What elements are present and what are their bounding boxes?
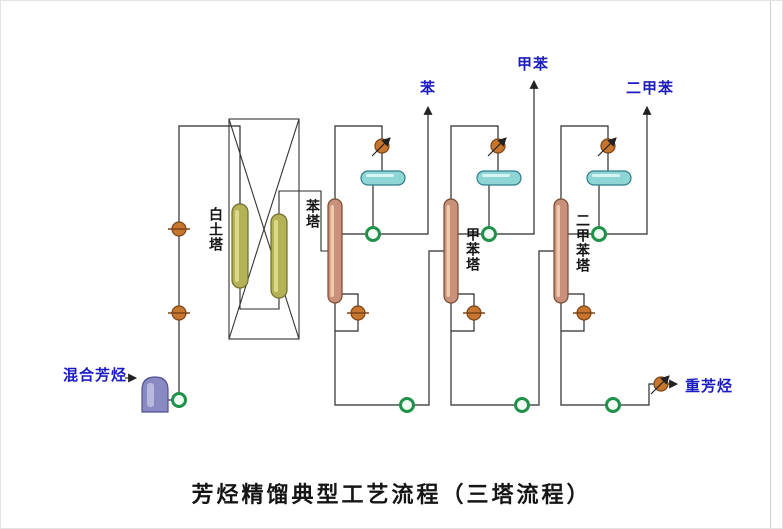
xylene-overhead-control-valve-icon xyxy=(597,137,617,157)
toluene-reboiler-icon xyxy=(463,305,485,321)
clay-tower-label: 白土塔 xyxy=(208,207,224,252)
pipe-feed-riser xyxy=(178,125,241,394)
feed-hopper-vessel xyxy=(141,376,169,413)
toluene-column-vessel xyxy=(443,198,459,304)
toluene-reflux-pump-icon xyxy=(481,226,497,242)
benzene-reboiler-icon xyxy=(347,305,369,321)
toluene-tower-label: 甲苯塔 xyxy=(465,227,481,272)
heavy-aromatics-stream-label: 重芳烃 xyxy=(685,378,734,395)
xylene-tower-label: 二甲苯塔 xyxy=(575,213,591,273)
xylene-drum-highlight xyxy=(592,174,620,177)
feed-preheater-2-icon xyxy=(168,305,190,321)
pipe-benzene-product xyxy=(379,105,433,235)
xylene-reflux-pump-icon xyxy=(591,226,607,242)
toluene-column-highlight xyxy=(446,205,450,297)
benzene-bottoms-pump-icon xyxy=(399,397,415,413)
feed-preheater-1-icon xyxy=(168,221,190,237)
toluene-bottoms-pump-icon xyxy=(514,397,530,413)
pipe-toluene-bottoms-to-xylene xyxy=(528,250,554,406)
pipe-heavy-aromatics-out xyxy=(619,379,679,406)
clay-tower-vessel-1-highlight xyxy=(235,210,239,282)
xylene-bottoms-pump-icon xyxy=(605,397,621,413)
pipe-toluene-product xyxy=(495,79,539,235)
page-edge-line xyxy=(770,1,771,528)
pipe-benzene-overhead xyxy=(334,125,383,199)
toluene-stream-label: 甲苯 xyxy=(517,56,550,73)
benzene-drum-highlight xyxy=(366,174,394,177)
benzene-condenser-drum xyxy=(360,170,406,186)
xylene-stream-label: 二甲苯 xyxy=(626,80,675,97)
pipe-clay-outlet-to-benzene-tower xyxy=(278,190,328,252)
benzene-tower-label: 苯塔 xyxy=(305,199,321,229)
clay-tower-vessel-1 xyxy=(231,203,249,289)
pipe-xylene-overhead xyxy=(560,125,609,199)
pipe-benzene-bottoms xyxy=(334,303,401,406)
control-valves xyxy=(371,137,670,395)
benzene-overhead-control-valve-icon xyxy=(371,137,391,157)
xylene-reboiler-icon xyxy=(573,305,595,321)
feed-stream-label: 混合芳烃 xyxy=(63,367,128,384)
feed-pump-icon xyxy=(171,392,187,408)
diagram-title: 芳烃精馏典型工艺流程（三塔流程） xyxy=(191,482,592,507)
pipe-clay-vessel-link xyxy=(239,288,280,310)
pipe-toluene-overhead xyxy=(450,125,499,199)
clay-tower-enclosure-box xyxy=(228,118,300,340)
pumps xyxy=(171,226,621,413)
benzene-stream-label: 苯 xyxy=(420,80,437,97)
clay-tower-unit xyxy=(228,118,328,340)
toluene-drum-highlight xyxy=(482,174,510,177)
benzene-reflux-pump-icon xyxy=(365,226,381,242)
benzene-column-highlight xyxy=(330,205,334,297)
pipe-benzene-bottoms-to-toluene xyxy=(413,250,444,406)
clay-tower-vessel-2 xyxy=(270,213,288,299)
heat-exchangers xyxy=(168,221,595,321)
xylene-column-vessel xyxy=(553,198,569,304)
feed-hopper-highlight xyxy=(147,383,154,407)
xylene-column-highlight xyxy=(556,205,560,297)
pipe-xylene-bottoms xyxy=(560,303,607,406)
benzene-column-vessel xyxy=(327,198,343,304)
toluene-overhead-control-valve-icon xyxy=(487,137,507,157)
feed-section xyxy=(125,125,241,401)
benzene-column-unit xyxy=(334,105,444,406)
toluene-condenser-drum xyxy=(476,170,522,186)
heavy-aromatics-control-valve-icon xyxy=(650,375,670,395)
clay-tower-cross-braces xyxy=(228,118,300,340)
xylene-condenser-drum xyxy=(586,170,632,186)
pipe-xylene-product xyxy=(605,105,652,235)
clay-tower-vessel-2-highlight xyxy=(274,220,278,292)
pipe-toluene-bottoms xyxy=(450,303,516,406)
